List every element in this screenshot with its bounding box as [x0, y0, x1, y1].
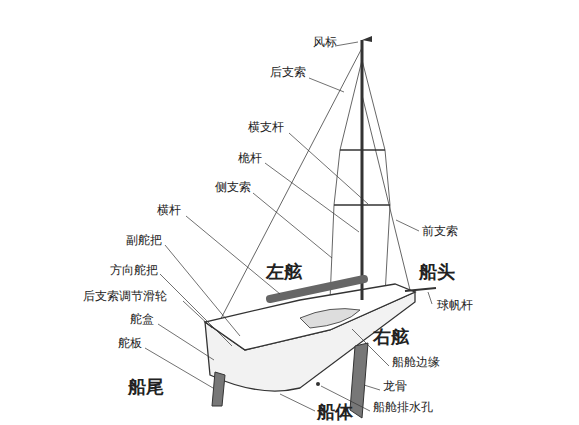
part-label: 龙骨 — [383, 380, 407, 393]
part-label: 舵盒 — [130, 313, 154, 326]
part-label: 后支索 — [270, 66, 306, 79]
mast-and-spars — [270, 36, 436, 300]
part-label: 后支索调节滑轮 — [83, 290, 167, 303]
part-label: 船体 — [317, 402, 353, 422]
part-label: 横支杆 — [248, 121, 284, 134]
part-label: 方向舵把 — [110, 264, 158, 277]
leader-lines — [145, 42, 432, 411]
part-label: 桅杆 — [238, 152, 262, 165]
part-label: 舵板 — [118, 337, 142, 350]
part-label: 右舷 — [373, 327, 409, 347]
part-label: 横杆 — [157, 204, 181, 217]
part-label: 船舱边缘 — [392, 356, 440, 369]
part-label: 前支索 — [422, 225, 458, 238]
part-label: 球帆杆 — [437, 299, 473, 312]
part-label: 风标 — [313, 36, 337, 49]
part-label: 船舱排水孔 — [373, 401, 433, 414]
part-label: 副舵把 — [126, 234, 162, 247]
part-label: 侧支索 — [215, 181, 251, 194]
part-label: 船尾 — [128, 377, 164, 397]
part-label: 左舷 — [266, 262, 302, 282]
hull — [205, 284, 415, 418]
part-label: 船头 — [419, 262, 455, 282]
